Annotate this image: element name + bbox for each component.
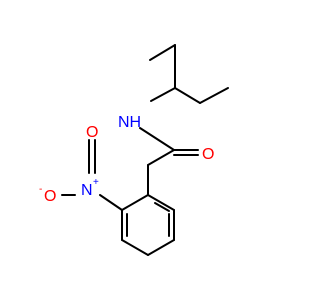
- bond-ring-nitro: [99, 194, 123, 211]
- bond-carbonyl-ch2: [147, 149, 175, 166]
- nitro-o-double-label: O: [86, 124, 98, 141]
- nitro-o-minus-charge: -: [39, 184, 42, 195]
- ring-double-1: [154, 202, 170, 212]
- structure-drawing: NH O N + O O -: [39, 44, 229, 256]
- ring-bond-6: [121, 194, 149, 211]
- nitro-n-label: N: [81, 182, 93, 199]
- ring-bond-1: [147, 194, 175, 211]
- amide-nh-label: NH: [118, 114, 141, 131]
- nitro-o-minus-label: O: [44, 188, 56, 205]
- molecule-diagram: NH O N + O O -: [39, 44, 229, 256]
- bond-n-carbonyl: [139, 127, 175, 151]
- bond-chain-1: [149, 44, 176, 61]
- ring-bond-3: [147, 239, 175, 256]
- bond-chain-3: [174, 87, 201, 104]
- bond-methyl: [199, 87, 229, 104]
- bond-chain-4: [150, 87, 176, 102]
- carbonyl-o-label: O: [202, 146, 214, 163]
- ring-bond-4: [121, 239, 149, 256]
- nitro-n-charge: +: [93, 177, 99, 188]
